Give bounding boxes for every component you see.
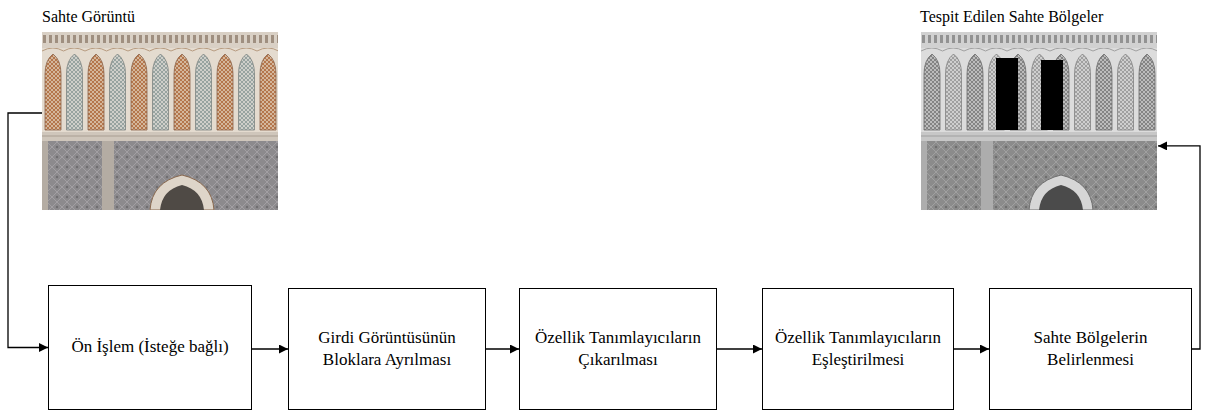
- image-heading: Sahte Görüntü: [42, 7, 135, 26]
- connector-arrow: [954, 348, 989, 349]
- box-label: Özellik Tanımlayıcıların Eşleştirilmesi: [771, 327, 945, 371]
- process-box: Girdi Görüntüsünün Bloklara Ayrılması: [288, 288, 486, 410]
- box-label: Girdi Görüntüsünün Bloklara Ayrılması: [297, 327, 477, 371]
- image-panel: Sahte Görüntü: [42, 32, 278, 210]
- forged-region: [1041, 60, 1063, 130]
- connector-arrow: [486, 348, 519, 349]
- image-heading: Tespit Edilen Sahte Bölgeler: [920, 7, 1103, 26]
- connector-arrow: [717, 348, 762, 349]
- detected-facade-photo: [920, 32, 1158, 210]
- process-box: Özellik Tanımlayıcıların Eşleştirilmesi: [762, 288, 954, 410]
- forged-region: [996, 58, 1018, 130]
- box-label: Özellik Tanımlayıcıların Çıkarılması: [528, 327, 708, 371]
- process-box: Özellik Tanımlayıcıların Çıkarılması: [519, 288, 717, 410]
- facade-photo: [42, 32, 278, 210]
- connector-arrow: [8, 113, 48, 348]
- image-panel: Tespit Edilen Sahte Bölgeler: [920, 32, 1158, 210]
- connector-arrow: [252, 348, 288, 349]
- process-box: Ön İşlem (İsteğe bağlı): [48, 285, 252, 410]
- process-box: Sahte Bölgelerin Belirlenmesi: [989, 288, 1192, 410]
- box-label: Ön İşlem (İsteğe bağlı): [71, 336, 228, 358]
- box-label: Sahte Bölgelerin Belirlenmesi: [998, 327, 1183, 371]
